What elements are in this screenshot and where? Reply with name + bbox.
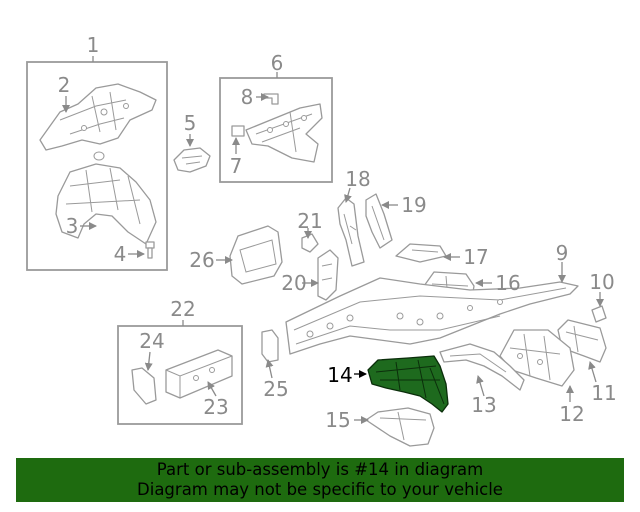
banner-line-disclaimer: Diagram may not be specific to your vehi… bbox=[137, 480, 503, 499]
callout-14: 14 bbox=[327, 363, 352, 387]
callout-4: 4 bbox=[114, 242, 127, 266]
callout-24: 24 bbox=[139, 329, 164, 353]
callout-18: 18 bbox=[345, 167, 370, 191]
callout-20: 20 bbox=[281, 271, 306, 295]
group-box-6 bbox=[219, 77, 333, 183]
part-3-drawing bbox=[55, 151, 157, 245]
callout-23: 23 bbox=[203, 395, 228, 419]
part-15-drawing bbox=[365, 407, 435, 447]
callout-5: 5 bbox=[184, 111, 197, 135]
part-17-drawing bbox=[395, 243, 447, 263]
banner-line-part: Part or sub-assembly is #14 in diagram bbox=[156, 460, 484, 479]
group-box-22 bbox=[117, 325, 243, 425]
callout-22: 22 bbox=[170, 297, 195, 321]
callout-3: 3 bbox=[66, 214, 79, 238]
callout-15: 15 bbox=[325, 408, 350, 432]
callout-2: 2 bbox=[58, 73, 71, 97]
callout-10: 10 bbox=[589, 270, 614, 294]
callout-16: 16 bbox=[495, 271, 520, 295]
callout-25: 25 bbox=[263, 377, 288, 401]
part-9-drawing bbox=[285, 277, 579, 355]
part-7-drawing bbox=[231, 125, 245, 137]
callout-9: 9 bbox=[556, 241, 569, 265]
part-2-drawing bbox=[39, 83, 157, 151]
info-banner: Part or sub-assembly is #14 in diagram D… bbox=[16, 458, 624, 502]
callout-1: 1 bbox=[87, 33, 100, 57]
part-19-drawing bbox=[365, 193, 393, 249]
part-12-drawing bbox=[499, 329, 575, 387]
part-6-drawing bbox=[245, 103, 323, 163]
part-20-drawing bbox=[317, 249, 339, 301]
part-21-drawing bbox=[301, 233, 319, 253]
group-box-1 bbox=[26, 61, 168, 271]
part-14-drawing bbox=[367, 355, 449, 413]
callout-11: 11 bbox=[591, 381, 616, 405]
part-23-drawing bbox=[165, 349, 233, 399]
callout-17: 17 bbox=[463, 245, 488, 269]
part-26-drawing bbox=[229, 225, 283, 285]
callout-7: 7 bbox=[230, 154, 243, 178]
part-24-drawing bbox=[131, 367, 157, 405]
callout-8: 8 bbox=[241, 85, 254, 109]
part-4-drawing bbox=[145, 241, 155, 259]
part-5-drawing bbox=[173, 147, 211, 173]
callout-6: 6 bbox=[271, 51, 284, 75]
part-13-drawing bbox=[439, 343, 525, 391]
part-10-drawing bbox=[591, 305, 607, 323]
part-25-drawing bbox=[261, 329, 279, 363]
part-18-drawing bbox=[337, 197, 365, 267]
callout-12: 12 bbox=[559, 402, 584, 426]
part-8-drawing bbox=[263, 93, 279, 105]
callout-13: 13 bbox=[471, 393, 496, 417]
callout-19: 19 bbox=[401, 193, 426, 217]
callout-21: 21 bbox=[297, 209, 322, 233]
callout-26: 26 bbox=[189, 248, 214, 272]
